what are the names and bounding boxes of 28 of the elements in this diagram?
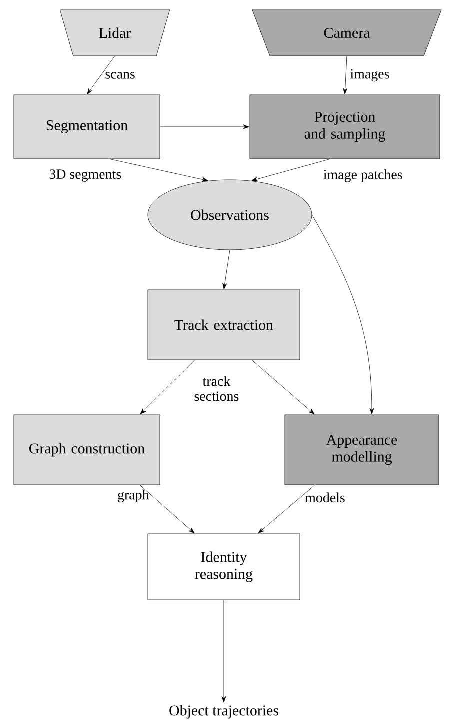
process-box: Graph construction: [14, 414, 160, 486]
arrow: [252, 159, 330, 182]
edge-label: track sections: [194, 376, 239, 402]
edge-label: graph: [118, 490, 150, 503]
sensor-trapezoid: Camera: [252, 10, 442, 56]
arrow: [140, 485, 195, 534]
output-text: Object trajectories: [170, 705, 278, 719]
sensor-trapezoid: Lidar: [60, 10, 170, 56]
edge-label: images: [350, 69, 390, 82]
process-box: Projection and sampling: [250, 94, 440, 160]
edge-label: image patches: [324, 170, 402, 182]
arrow: [312, 214, 374, 414]
process-box: Identity reasoning: [148, 534, 300, 600]
arrow: [87, 56, 116, 95]
arrow: [258, 485, 316, 534]
edge-label: models: [305, 492, 345, 503]
process-box: Segmentation: [14, 94, 160, 160]
arrow: [222, 600, 226, 703]
edge-label: scans: [106, 72, 135, 79]
arrow: [343, 56, 348, 94]
arrow: [252, 360, 315, 415]
edge-label: 3D segments: [50, 170, 122, 182]
arrow: [110, 159, 208, 182]
arrow: [140, 360, 196, 415]
process-box: Track extraction: [148, 290, 300, 360]
arrow: [160, 124, 250, 130]
process-box: Appearance modelling: [284, 414, 440, 486]
arrow: [222, 250, 230, 290]
